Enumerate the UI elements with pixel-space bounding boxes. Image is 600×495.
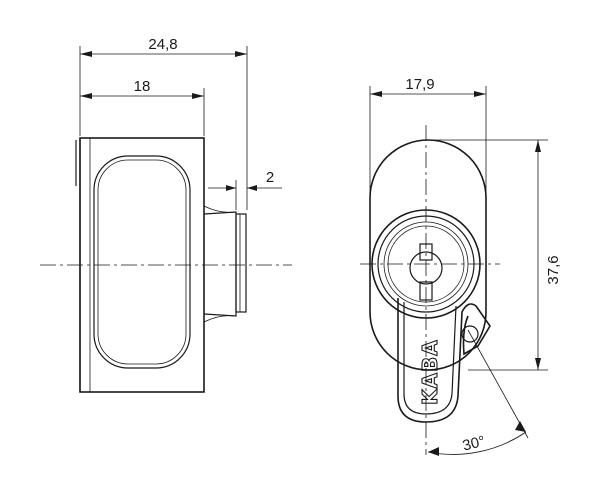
dim-angle: 30°: [461, 433, 487, 455]
dim-cam-thickness: 2: [266, 169, 274, 186]
front-pivot: [461, 325, 479, 343]
side-window: [93, 155, 191, 369]
front-key-bow: [397, 298, 491, 423]
front-keyway: [409, 251, 443, 285]
dim-overall-width: 24,8: [148, 36, 177, 53]
side-cam: [235, 213, 247, 313]
dim-height: 37,6: [545, 255, 562, 284]
dim-front-width: 17,9: [405, 76, 434, 93]
side-cylinder-stub: [203, 211, 237, 317]
kaba-logo: KABA: [418, 339, 442, 405]
front-body-outline: [369, 139, 487, 371]
side-view: 24,8 18 2: [40, 36, 292, 393]
dim-body-width: 18: [134, 78, 151, 95]
front-view: KABA 17,9 37,6 30°: [360, 76, 562, 456]
